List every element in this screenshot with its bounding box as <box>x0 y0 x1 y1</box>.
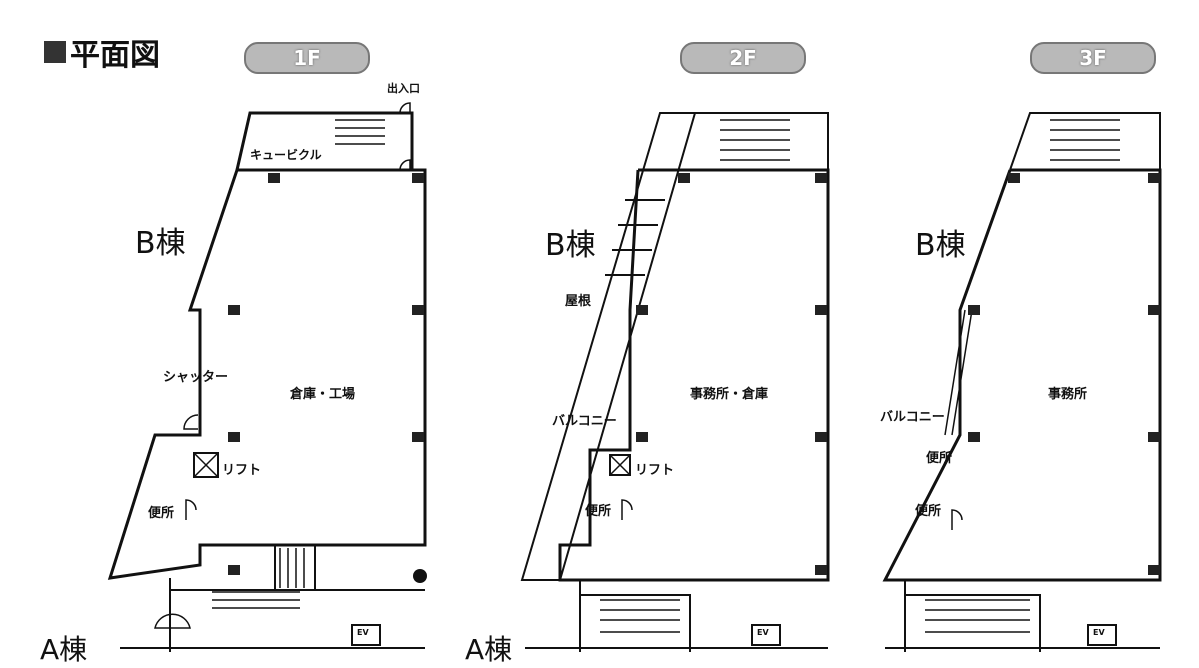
room-1f: 倉庫・工場 <box>290 387 356 402</box>
building-b-1f: B棟 <box>135 226 186 261</box>
label-balcony-2f: バルコニー <box>552 414 617 429</box>
label-toilet-1f: 便所 <box>148 506 175 521</box>
plan-1f-cubicle <box>235 111 414 171</box>
plan-2f-lift-box <box>609 454 631 476</box>
room-2f: 事務所・倉庫 <box>690 387 769 402</box>
label-lift-2f: リフト <box>635 463 675 478</box>
label-lift-1f: リフト <box>222 463 262 478</box>
plan-1f-lower-wing <box>169 545 425 652</box>
label-cubicle: キュービクル <box>250 148 322 162</box>
plan-1f-outline <box>107 168 427 580</box>
label-shutter: シャッター <box>163 370 229 385</box>
plan-3f-stair-core <box>904 112 1161 652</box>
floor-tag-2f: 2F <box>680 42 806 74</box>
plan-1f-stairs <box>212 119 385 609</box>
title-square-icon <box>44 41 66 63</box>
label-ev-2f: EV <box>757 628 769 637</box>
label-ev-1f: EV <box>357 628 369 637</box>
building-a-2f: A棟 <box>465 633 513 666</box>
plan-3f-ev-box <box>1087 624 1117 646</box>
plan-1f-lift-box <box>193 452 219 478</box>
label-toilet-2f: 便所 <box>585 504 612 519</box>
plan-2f-outline <box>558 168 830 582</box>
building-b-3f: B棟 <box>915 228 966 263</box>
label-roof: 屋根 <box>565 294 592 309</box>
floor-plan-sheet: 平面図 1F 2F 3F <box>40 30 1162 666</box>
label-ev-3f: EV <box>1093 628 1105 637</box>
building-a-1f: A棟 <box>40 633 88 666</box>
plan-2f-roof-strip <box>520 112 697 581</box>
plan-title: 平面図 <box>44 30 160 74</box>
label-balcony-3f: バルコニー <box>880 410 945 425</box>
structural-columns <box>228 173 1160 575</box>
building-b-2f: B棟 <box>545 228 596 263</box>
plan-3f-stairs <box>925 119 1120 633</box>
floor-plan-drawing <box>107 102 1162 652</box>
label-toilet-3f-lower: 便所 <box>915 504 942 519</box>
plan-1f-ev-box <box>351 624 381 646</box>
room-3f: 事務所 <box>1048 387 1088 402</box>
plan-2f-stairs <box>600 119 790 633</box>
label-toilet-3f-upper: 便所 <box>926 451 953 466</box>
plan-title-text: 平面図 <box>70 38 160 73</box>
label-entrance: 出入口 <box>387 82 420 95</box>
floor-tag-1f: 1F <box>244 42 370 74</box>
floor-tag-3f: 3F <box>1030 42 1156 74</box>
plan-2f-ev-box <box>751 624 781 646</box>
plan-2f-stair-core <box>579 112 829 652</box>
